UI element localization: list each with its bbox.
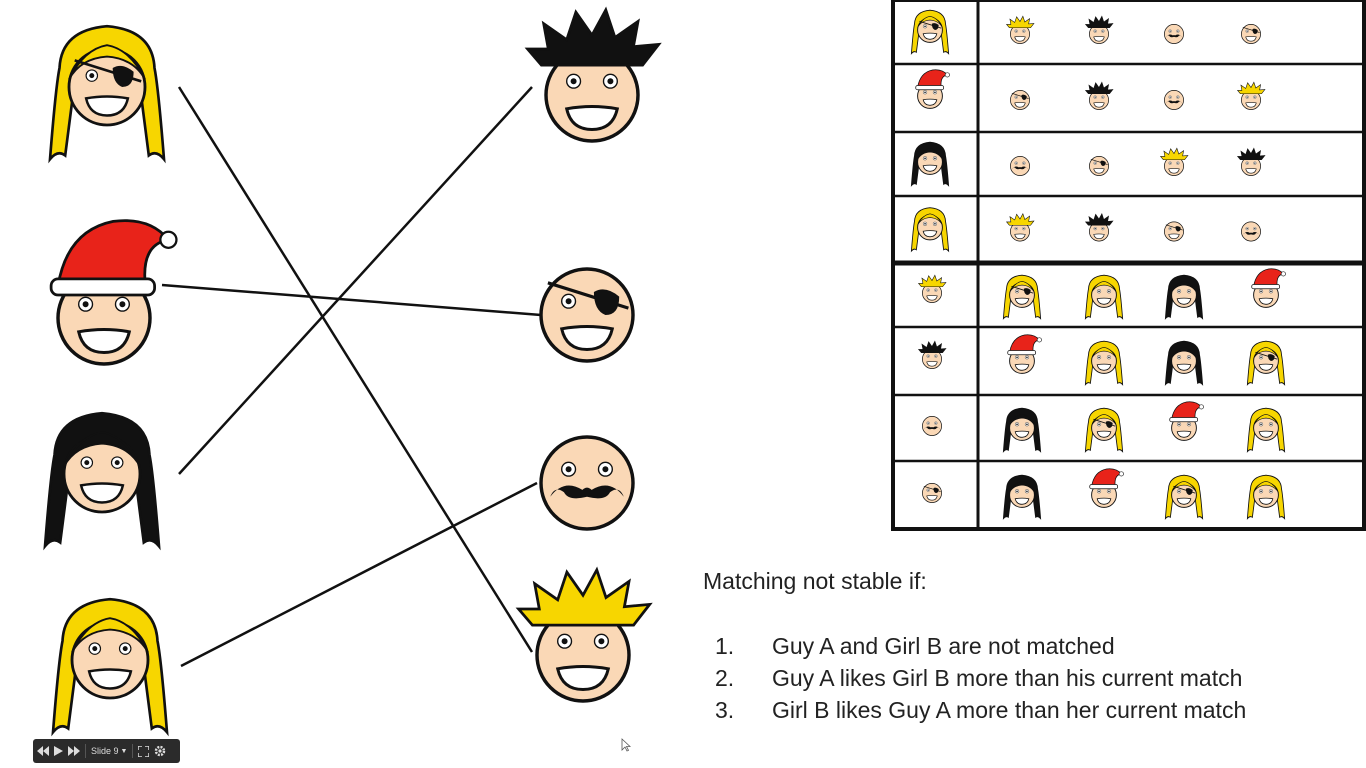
- girl-face-icon: [915, 69, 950, 109]
- condition-1-text: Guy A and Girl B are not matched: [772, 633, 1115, 659]
- black-hair-girl-icon: [43, 411, 161, 551]
- big-faces: [43, 6, 662, 737]
- condition-3-text: Girl B likes Guy A more than her current…: [772, 697, 1247, 723]
- blonde-girl-icon: [51, 597, 169, 737]
- girl-face-icon: [1084, 407, 1124, 453]
- slide-player-controls: Slide 9 ▼: [33, 739, 180, 763]
- guy-face-icon: [1005, 15, 1035, 44]
- guy-face-icon: [1236, 81, 1266, 110]
- condition-2-text: Guy A likes Girl B more than his current…: [772, 665, 1243, 691]
- girl-face-icon: [910, 141, 950, 187]
- girl-face-icon: [1164, 474, 1204, 520]
- table-row: [910, 141, 1266, 187]
- guy-face-icon: [1084, 81, 1114, 110]
- guy-face-icon: [1010, 156, 1030, 176]
- guy-face-icon: [917, 274, 947, 303]
- matching-line: [161, 283, 542, 317]
- guy-face-icon: [1010, 90, 1030, 110]
- girl-face-icon: [1002, 474, 1042, 520]
- control-divider: [132, 744, 134, 758]
- girl-face-icon: [1246, 340, 1286, 386]
- girl-face-icon: [1084, 274, 1124, 320]
- next-icon[interactable]: [68, 746, 80, 756]
- mustache-guy-icon: [539, 435, 635, 531]
- guy-face-icon: [1241, 24, 1261, 44]
- condition-1-number: 1.: [715, 633, 735, 659]
- table-row: [910, 9, 1261, 55]
- girl-face-icon: [910, 9, 950, 55]
- guy-face-icon: [1084, 15, 1114, 44]
- girl-face-icon: [1246, 474, 1286, 520]
- girl-face-icon: [1084, 340, 1124, 386]
- guy-face-icon: [917, 340, 947, 369]
- condition-2: 2. Guy A likes Girl B more than his curre…: [715, 665, 1242, 692]
- slide-label: Slide 9: [91, 746, 119, 756]
- girl-face-icon: [1251, 268, 1286, 308]
- slide-selector[interactable]: Slide 9 ▼: [91, 746, 127, 756]
- guy-face-icon: [1164, 221, 1184, 242]
- guy-face-icon: [1159, 147, 1189, 176]
- girl-face-icon: [1246, 407, 1286, 453]
- matching-line: [180, 481, 538, 668]
- matching-lines: [161, 86, 542, 668]
- table-row: [917, 334, 1286, 386]
- santa-hat-girl-icon: [49, 219, 178, 366]
- mouse-cursor-icon: [621, 738, 631, 752]
- matching-line: [177, 86, 534, 653]
- girl-face-icon: [1164, 340, 1204, 386]
- settings-icon[interactable]: [154, 745, 166, 757]
- chevron-down-icon: ▼: [120, 747, 128, 755]
- control-divider: [85, 744, 86, 758]
- play-icon[interactable]: [54, 746, 63, 756]
- guy-face-icon: [1089, 156, 1109, 176]
- guy-face-icon: [1084, 213, 1114, 242]
- eyepatch-guy-icon: [539, 267, 635, 363]
- guy-face-icon: [1005, 213, 1035, 242]
- table-row: [915, 69, 1266, 110]
- guy-face-icon: [1164, 90, 1184, 110]
- spiky-black-hair-guy-icon: [524, 6, 662, 143]
- table-row: [922, 468, 1286, 520]
- girl-face-icon: [1164, 274, 1204, 320]
- table-row: [922, 401, 1286, 453]
- prev-icon[interactable]: [37, 746, 49, 756]
- spiky-blonde-hair-guy-icon: [515, 566, 653, 703]
- guy-face-icon: [1241, 221, 1261, 242]
- girl-face-icon: [1169, 401, 1204, 441]
- condition-3-number: 3.: [715, 697, 735, 723]
- girl-face-icon: [1002, 274, 1042, 320]
- girl-face-icon: [910, 207, 950, 253]
- preference-table: [891, 0, 1366, 531]
- fullscreen-icon[interactable]: [138, 745, 150, 757]
- guy-face-icon: [922, 416, 942, 436]
- table-row: [917, 268, 1286, 320]
- guy-face-icon: [1236, 147, 1266, 176]
- table-row: [910, 207, 1261, 253]
- conditions-heading: Matching not stable if:: [703, 568, 927, 594]
- guy-face-icon: [922, 483, 942, 503]
- girl-face-icon: [1007, 334, 1042, 374]
- girl-face-icon: [1002, 407, 1042, 453]
- condition-1: 1. Guy A and Girl B are not matched: [715, 633, 1115, 660]
- condition-2-number: 2.: [715, 665, 735, 691]
- condition-3: 3. Girl B likes Guy A more than her curre…: [715, 697, 1246, 724]
- matching-line: [178, 86, 533, 475]
- guy-face-icon: [1164, 24, 1184, 44]
- blonde-eyepatch-girl-icon: [48, 24, 166, 164]
- girl-face-icon: [1089, 468, 1124, 508]
